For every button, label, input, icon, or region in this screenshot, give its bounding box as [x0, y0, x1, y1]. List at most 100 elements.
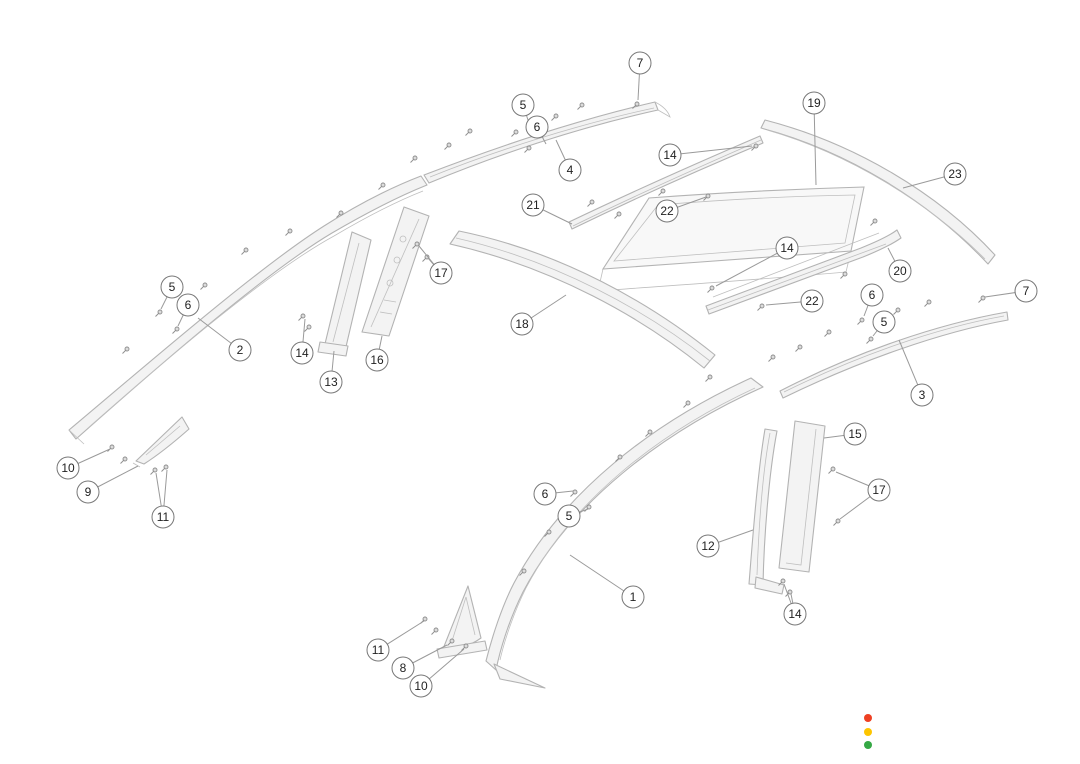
callout-14[interactable]: 14	[783, 602, 807, 626]
fastener-icon	[422, 254, 430, 262]
callout-8[interactable]: 8	[391, 656, 415, 680]
callout-11[interactable]: 11	[366, 638, 390, 662]
fastener-icon	[795, 344, 803, 352]
fastener-icon	[785, 589, 793, 597]
part-shape-3	[779, 311, 1009, 399]
fastener-icon	[757, 303, 765, 311]
fastener-icon	[632, 101, 640, 109]
leader-line	[813, 102, 817, 186]
callout-6[interactable]: 6	[860, 283, 884, 307]
fastener-icon	[840, 271, 848, 279]
callout-label: 14	[788, 607, 802, 621]
callout-10[interactable]: 10	[409, 674, 433, 698]
fastener-icon	[336, 210, 344, 218]
fastener-icon	[645, 429, 653, 437]
callout-5[interactable]: 5	[872, 310, 896, 334]
callout-3[interactable]: 3	[910, 383, 934, 407]
glass-panel-inner	[613, 194, 856, 262]
callout-11[interactable]: 11	[151, 505, 175, 529]
callout-label: 15	[848, 427, 862, 441]
fastener-icon	[511, 129, 519, 137]
part-shape-4-tip	[654, 101, 671, 118]
callout-label: 16	[370, 353, 384, 367]
callout-10[interactable]: 10	[56, 456, 80, 480]
callout-19[interactable]: 19	[802, 91, 826, 115]
callout-22[interactable]: 22	[655, 199, 679, 223]
fastener-icon	[544, 529, 552, 537]
callout-12[interactable]: 12	[696, 534, 720, 558]
part-shape-13-foot	[317, 341, 349, 357]
fastener-icon	[778, 578, 786, 586]
callout-6[interactable]: 6	[176, 293, 200, 317]
callout-9[interactable]: 9	[76, 480, 100, 504]
callout-17[interactable]: 17	[867, 478, 891, 502]
callout-label: 19	[807, 96, 821, 110]
callout-label: 10	[61, 461, 75, 475]
callout-20[interactable]: 20	[888, 259, 912, 283]
callout-label: 17	[434, 266, 448, 280]
callout-14[interactable]: 14	[775, 236, 799, 260]
callout-22[interactable]: 22	[800, 289, 824, 313]
callout-23[interactable]: 23	[943, 162, 967, 186]
fastener-icon	[298, 313, 306, 321]
fastener-icon	[120, 456, 128, 464]
callout-1[interactable]: 1	[621, 585, 645, 609]
fastener-icon	[587, 199, 595, 207]
callout-label: 17	[872, 483, 886, 497]
part-shape-1-foot	[493, 663, 546, 689]
fastener-icon	[658, 188, 666, 196]
part-shape-2	[68, 175, 428, 440]
callout-4[interactable]: 4	[558, 158, 582, 182]
leader-lines	[67, 62, 1027, 687]
callout-5[interactable]: 5	[160, 275, 184, 299]
callout-label: 1	[630, 590, 637, 604]
callout-13[interactable]: 13	[319, 370, 343, 394]
callout-18[interactable]: 18	[510, 312, 534, 336]
callout-7[interactable]: 7	[628, 51, 652, 75]
fastener-icon	[893, 307, 901, 315]
fastener-icon	[978, 295, 986, 303]
callout-15[interactable]: 15	[843, 422, 867, 446]
diagram-artwork	[68, 101, 1009, 689]
fastener-icon	[824, 329, 832, 337]
callout-label: 14	[295, 346, 309, 360]
callout-label: 22	[805, 294, 819, 308]
callout-14[interactable]: 14	[290, 341, 314, 365]
fastener-icon	[751, 143, 759, 151]
callout-2[interactable]: 2	[228, 338, 252, 362]
callout-5[interactable]: 5	[511, 93, 535, 117]
part-shape-3-detail	[783, 315, 1005, 393]
callout-label: 5	[520, 98, 527, 112]
callout-6[interactable]: 6	[525, 115, 549, 139]
callout-7[interactable]: 7	[1014, 279, 1038, 303]
status-dot-red	[864, 714, 872, 722]
fastener-icon	[431, 627, 439, 635]
callout-label: 7	[1023, 284, 1030, 298]
callout-label: 13	[324, 375, 338, 389]
callout-21[interactable]: 21	[521, 193, 545, 217]
fastener-icon	[444, 142, 452, 150]
callout-label: 20	[893, 264, 907, 278]
callout-16[interactable]: 16	[365, 348, 389, 372]
callout-6[interactable]: 6	[533, 482, 557, 506]
callout-label: 10	[414, 679, 428, 693]
callout-5[interactable]: 5	[557, 504, 581, 528]
fastener-icon	[161, 464, 169, 472]
status-indicator	[864, 714, 872, 749]
part-shape-8	[442, 585, 482, 650]
fastener-icon	[524, 145, 532, 153]
callout-label: 4	[567, 163, 574, 177]
callout-17[interactable]: 17	[429, 261, 453, 285]
part-shape-2-tip	[68, 429, 85, 445]
callout-label: 14	[780, 241, 794, 255]
part-shape-8-detail	[451, 596, 476, 642]
leader-line	[669, 145, 753, 156]
callout-14[interactable]: 14	[658, 143, 682, 167]
fastener-icon	[615, 454, 623, 462]
callout-label: 5	[566, 509, 573, 523]
fastener-icon	[828, 466, 836, 474]
part-shape-20-detail2	[712, 232, 880, 298]
callout-label: 12	[701, 539, 715, 553]
callout-label: 6	[542, 487, 549, 501]
